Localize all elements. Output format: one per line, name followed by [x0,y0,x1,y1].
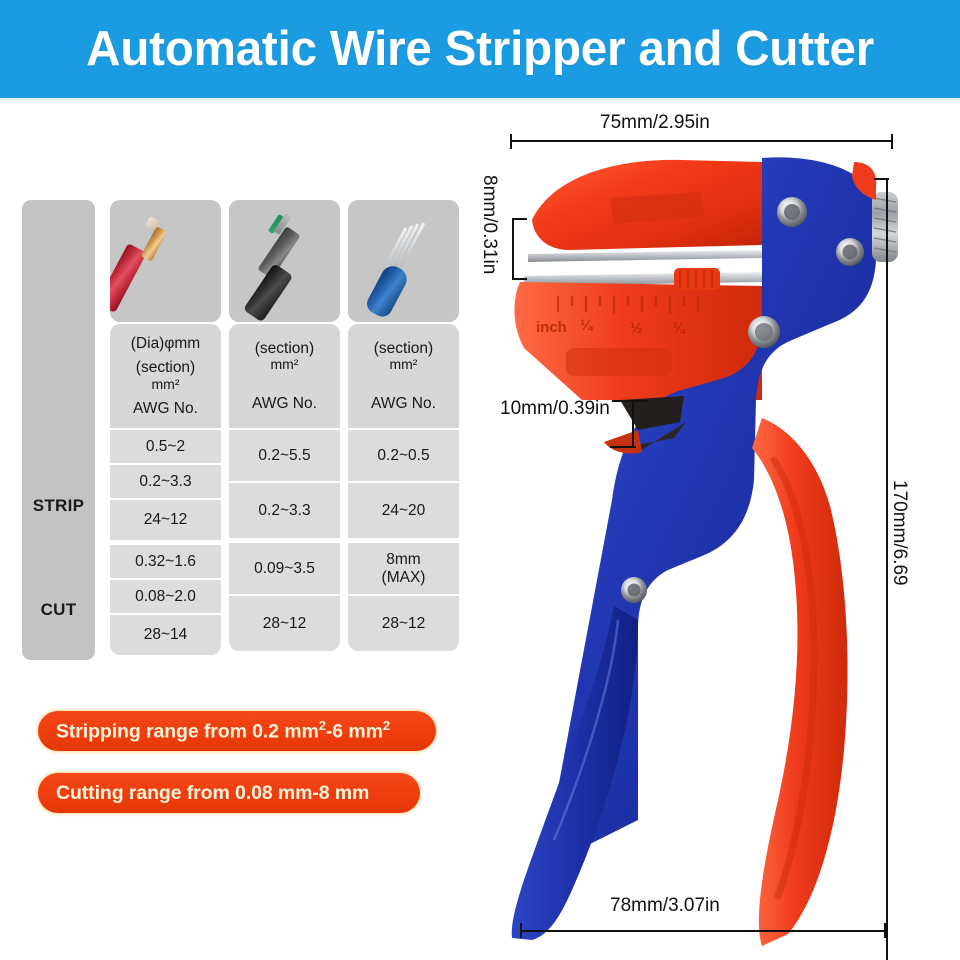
header-unit: mm² [151,375,180,392]
dimension-line-height [886,178,888,960]
dimension-line-top [510,140,893,142]
dimension-label-head-length: 75mm/2.95in [600,112,710,133]
table-cell-strip-dia: 0.5~2 [110,430,221,463]
rivet-mid-center [842,244,858,260]
cutting-range-text: Cutting range from 0.08 mm-8 mm [56,781,370,804]
rear-cap-red [852,162,877,200]
rivet-pivot-center [755,323,773,341]
header-section: (section) [373,339,434,357]
header-section: (section) [254,339,315,357]
dimension-tick [884,923,886,938]
flat-multi-conductor-black-cable-icon [229,200,340,322]
header-section: (section) [135,359,196,377]
stop-adjuster [674,268,720,290]
stripping-range-badge: Stripping range from 0.2 mm2-6 mm2 [38,711,436,751]
cable-jacket-black [242,263,294,322]
ruler-mark-threequarter: ¾ [672,320,686,337]
cutter-seat [604,430,642,454]
table-cell-strip-section: 0.2~3.3 [110,465,221,498]
table-cell-cut-section: 0.08~2.0 [110,580,221,613]
dimension-label-jaw-opening: 8mm/0.31in [479,175,500,275]
table-cell-cut-awg: 28~14 [110,615,221,655]
table-cell-strip-section: 0.2~0.5 [348,430,459,481]
ruler-label: inch [536,319,567,336]
mode-label-strip: STRIP [32,496,85,515]
dimension-tick [874,178,889,180]
ruler-mark-half: ½ [630,320,643,337]
header-awg: AWG No. [133,399,198,417]
dimension-label-cutter-opening: 10mm/0.39in [500,398,610,419]
dimension-tick [891,134,893,149]
tool-photo-area: inch ¼ ½ ¾ [462,100,960,960]
upper-blade [528,250,762,262]
mode-label-bar: STRIP CUT [22,200,95,660]
table-cell-cut-section: 0.09~3.5 [229,543,340,594]
wire-copper-core [140,226,168,262]
header-awg: AWG No. [371,394,436,412]
upper-jaw-groove [610,192,705,224]
column-header: (section) mm² AWG No. [229,324,340,428]
table-cell-strip-awg: 0.2~3.3 [229,483,340,538]
rivet-handle-center [627,583,641,597]
ruler-mark-quarter: ¼ [580,317,594,334]
cutter-upper-blade [620,396,684,430]
column-header: (Dia)φmm (section) mm² AWG No. [110,324,221,428]
dimension-tick [510,134,512,149]
dimension-leader-tick [610,446,636,448]
lower-jaw-groove [566,348,672,376]
dimension-tick [512,278,527,280]
table-cell-cut-awg: 28~12 [229,596,340,651]
dimension-label-overall-height: 170mm/6.69 [889,480,910,586]
header-dia: (Dia)φmm [130,335,201,353]
stripping-range-text: Stripping range from 0.2 mm2-6 mm2 [56,718,390,743]
dimension-label-overall-width: 78mm/3.07in [610,895,720,916]
specification-table: STRIP CUT (Dia)φmm (section) mm² AWG No.… [22,200,462,662]
spec-column-flat-cable: (section) mm² AWG No. 0.2~5.5 0.2~3.3 0.… [229,200,340,651]
rivet-upper-center [784,204,800,220]
ruler-ticks [556,296,700,314]
spec-column-solid-core: (Dia)φmm (section) mm² AWG No. 0.5~2 0.2… [110,200,221,655]
handle-highlight [552,619,620,841]
column-header: (section) mm² AWG No. [348,324,459,428]
trigger-handle-red [752,418,848,946]
table-cell-strip-awg: 24~12 [110,500,221,540]
title-banner: Automatic Wire Stripper and Cutter [0,0,960,98]
dimension-leader-line [632,400,634,448]
header-unit: mm² [389,356,418,373]
dimension-tick [512,218,527,220]
dimension-tick [520,923,522,938]
page-title: Automatic Wire Stripper and Cutter [86,22,874,76]
mode-label-cut: CUT [40,600,77,619]
banner-underline [0,98,960,101]
dimension-line-jaw [512,218,514,280]
tension-screw [872,192,898,262]
table-cell-cut-dia: 0.32~1.6 [110,545,221,578]
dimension-leader-tick [612,400,648,402]
wire-jacket-blue [363,261,411,321]
adjuster-knurl [679,270,713,288]
cut-max-note: (MAX) [381,568,426,586]
table-cell-cut-max: 8mm (MAX) [348,543,459,594]
cutting-range-badge: Cutting range from 0.08 mm-8 mm [38,773,420,813]
solid-core-red-wire-icon [110,200,221,322]
header-awg: AWG No. [252,394,317,412]
dimension-line-width [520,930,886,932]
table-cell-strip-awg: 24~20 [348,483,459,538]
automatic-wire-stripper-tool: inch ¼ ½ ¾ [511,157,898,946]
trigger-groove [770,456,818,900]
stranded-blue-wire-icon [348,200,459,322]
tension-screw-knurl [873,197,897,253]
header-unit: mm² [270,356,299,373]
table-cell-strip-section: 0.2~5.5 [229,430,340,481]
spec-column-stranded: (section) mm² AWG No. 0.2~0.5 24~20 8mm … [348,200,459,651]
table-cell-cut-awg: 28~12 [348,596,459,651]
cut-max-value: 8mm [386,551,421,569]
